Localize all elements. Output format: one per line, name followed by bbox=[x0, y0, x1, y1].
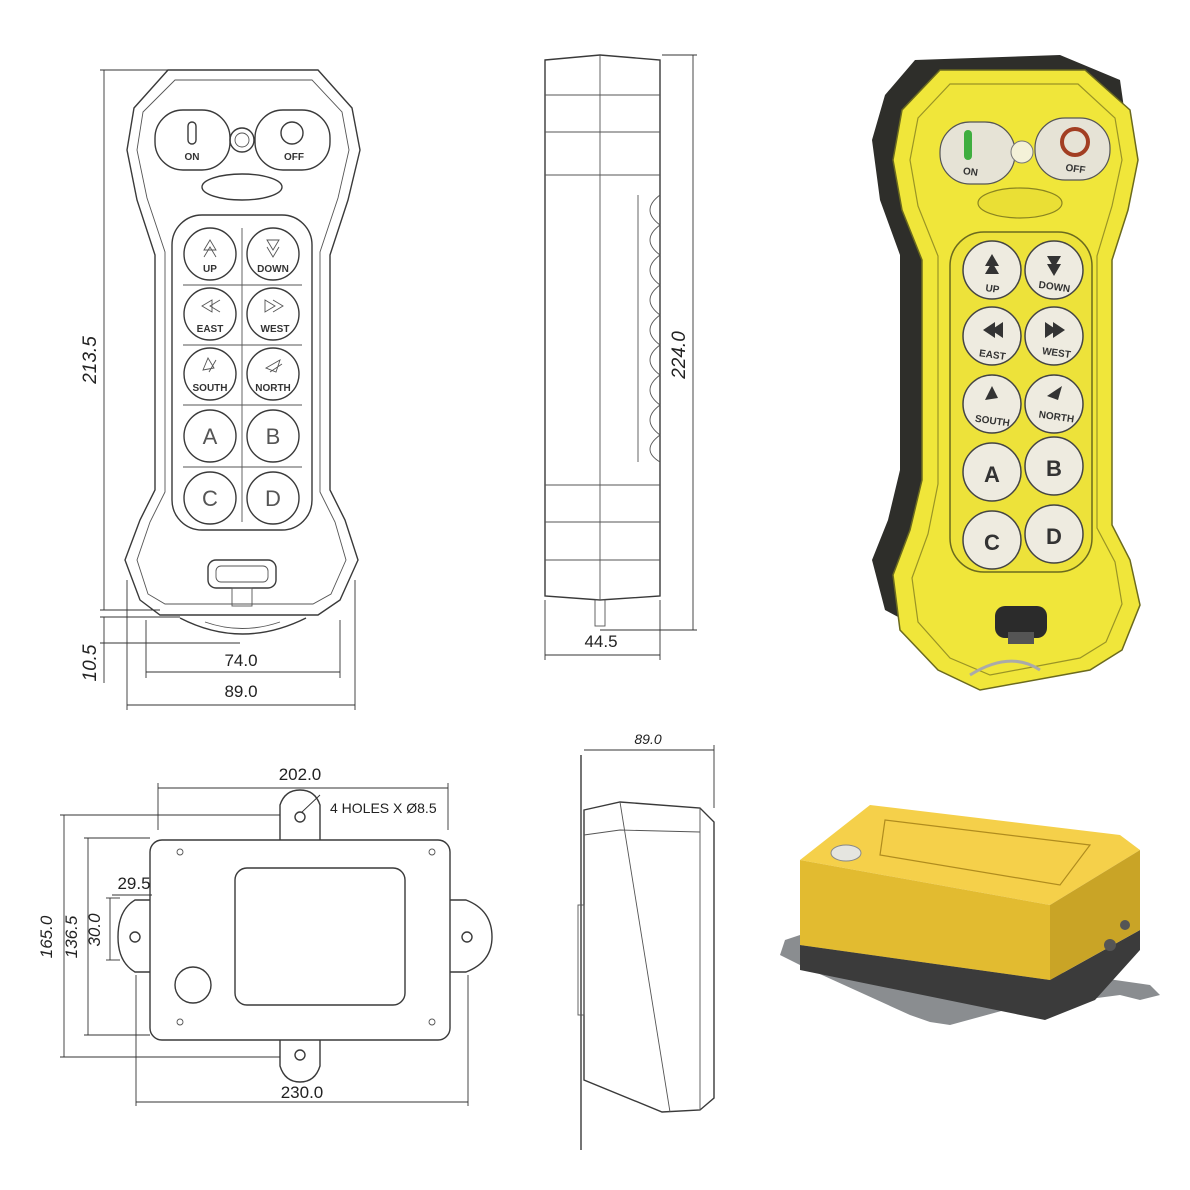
up-arrow-icon bbox=[203, 239, 217, 258]
photo-east-label: EAST bbox=[978, 348, 1006, 363]
south-arrow-icon bbox=[202, 357, 217, 373]
front-up-button bbox=[183, 227, 237, 281]
front-button-grid: UP DOWN EAST WEST SOUTH NORTH A B C D bbox=[183, 227, 300, 525]
photo-b-label: B bbox=[1046, 456, 1062, 481]
receiver-side-view: 89.0 bbox=[577, 731, 715, 1150]
photo-c-label: C bbox=[984, 530, 1000, 555]
remote-outer-width-dimension: 89.0 bbox=[224, 682, 257, 701]
front-off-label: OFF bbox=[284, 152, 304, 163]
front-down-button bbox=[246, 227, 300, 281]
holes-callout: 4 HOLES X Ø8.5 bbox=[330, 800, 437, 816]
front-north-button bbox=[246, 347, 300, 401]
height-165-dimension: 165.0 bbox=[37, 915, 56, 958]
front-b-button bbox=[246, 409, 300, 463]
front-west-button bbox=[246, 287, 300, 341]
receiver-product-render bbox=[780, 805, 1160, 1025]
front-b-label: B bbox=[266, 424, 281, 449]
remote-front-view: ON OFF UP bbox=[80, 69, 361, 710]
offset-dimension: 29.5 bbox=[117, 874, 150, 893]
photo-button-grid: UP DOWN EAST WEST SOUTH NORTH A B C D bbox=[962, 240, 1084, 570]
front-on-label: ON bbox=[185, 152, 200, 163]
north-arrow-icon bbox=[264, 359, 283, 373]
height-30-dimension: 30.0 bbox=[85, 913, 104, 947]
front-east-label: EAST bbox=[197, 324, 224, 335]
remote-product-render: ON OFF UP DOWN EAST WEST SOUTH bbox=[872, 55, 1141, 691]
front-east-button bbox=[183, 287, 237, 341]
receiver-width-dimension: 230.0 bbox=[281, 1083, 324, 1102]
east-arrow-icon bbox=[201, 299, 221, 313]
front-d-button bbox=[246, 471, 300, 525]
photo-up-label: UP bbox=[985, 283, 1001, 296]
hole-spacing-dimension: 202.0 bbox=[279, 765, 322, 784]
key-switch bbox=[207, 559, 277, 589]
remote-height-dimension: 213.5 bbox=[80, 336, 101, 385]
mount-hole-top bbox=[294, 811, 306, 823]
front-up-label: UP bbox=[203, 264, 217, 275]
front-a-button bbox=[183, 409, 237, 463]
front-south-label: SOUTH bbox=[193, 383, 228, 394]
front-south-button bbox=[183, 347, 237, 401]
remote-inner-width-dimension: 74.0 bbox=[224, 651, 257, 670]
front-c-button bbox=[183, 471, 237, 525]
west-arrow-icon bbox=[264, 299, 284, 313]
antenna-dimension: 10.5 bbox=[80, 644, 101, 681]
photo-down-label: DOWN bbox=[1038, 280, 1071, 295]
photo-off-label: OFF bbox=[1065, 163, 1086, 177]
receiver-depth-dimension: 89.0 bbox=[634, 731, 661, 747]
front-west-label: WEST bbox=[261, 324, 290, 335]
front-a-label: A bbox=[203, 424, 218, 449]
photo-a-label: A bbox=[984, 462, 1000, 487]
front-down-label: DOWN bbox=[257, 264, 289, 275]
down-arrow-icon bbox=[266, 239, 280, 258]
mount-hole-left bbox=[129, 931, 141, 943]
photo-south-label: SOUTH bbox=[974, 414, 1010, 430]
mount-hole-right bbox=[461, 931, 473, 943]
remote-side-view: 224.0 44.5 bbox=[544, 54, 697, 660]
front-c-label: C bbox=[202, 486, 218, 511]
photo-on-label: ON bbox=[962, 166, 978, 179]
front-d-label: D bbox=[265, 486, 281, 511]
receiver-top-view: 202.0 4 HOLES X Ø8.5 230.0 29.5 165.0 13… bbox=[37, 765, 493, 1106]
photo-d-label: D bbox=[1046, 524, 1062, 549]
photo-west-label: WEST bbox=[1041, 346, 1071, 361]
front-north-label: NORTH bbox=[255, 383, 291, 394]
mount-hole-bottom bbox=[294, 1049, 306, 1061]
remote-depth-dimension: 44.5 bbox=[584, 632, 617, 651]
height-136-dimension: 136.5 bbox=[62, 915, 81, 958]
remote-side-height-dimension: 224.0 bbox=[669, 331, 690, 380]
photo-north-label: NORTH bbox=[1038, 410, 1075, 426]
photo-key-switch bbox=[995, 606, 1047, 638]
